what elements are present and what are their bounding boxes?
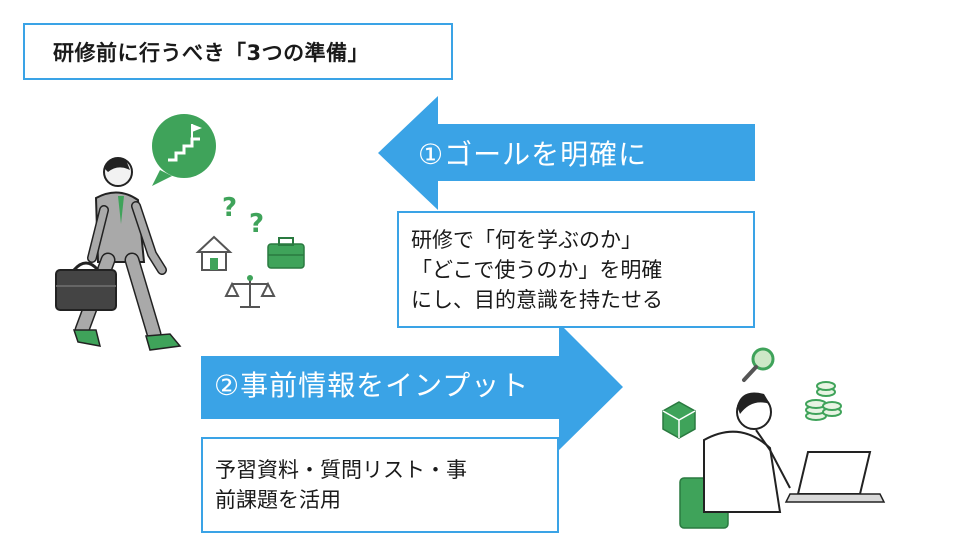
step1-desc-line: にし、目的意識を持たせる	[411, 288, 663, 312]
arrow-right	[201, 323, 623, 450]
step2-label: ②事前情報をインプット	[214, 369, 530, 402]
question-marks-icon: ? ?	[222, 193, 264, 239]
coins-icon	[805, 381, 842, 421]
page-title: 研修前に行うべき「3つの準備」	[23, 23, 453, 80]
businessman-walking-icon	[55, 157, 182, 351]
step2-description: 予習資料・質問リスト・事 前課題を活用	[201, 437, 559, 533]
person-at-laptop-icon	[679, 392, 886, 529]
step1-desc-line: 研修で「何を学ぶのか」	[411, 228, 642, 252]
step2-desc-line: 予習資料・質問リスト・事	[215, 458, 467, 482]
arrow-left	[378, 96, 755, 210]
step2-desc-line: 前課題を活用	[215, 488, 341, 512]
speech-bubble-stairs-flag-icon	[152, 114, 216, 186]
briefcase-icon	[267, 237, 305, 269]
house-icon	[195, 235, 233, 271]
magnifier-icon	[742, 347, 775, 382]
cube-icon	[662, 401, 696, 439]
scale-icon	[224, 275, 276, 308]
step1-description: 研修で「何を学ぶのか」 「どこで使うのか」を明確 にし、目的意識を持たせる	[397, 211, 755, 328]
svg-text:?: ?	[249, 209, 264, 239]
step1-desc-line: 「どこで使うのか」を明確	[411, 258, 663, 282]
step1-label: ①ゴールを明確に	[418, 138, 648, 171]
svg-text:?: ?	[222, 193, 237, 223]
